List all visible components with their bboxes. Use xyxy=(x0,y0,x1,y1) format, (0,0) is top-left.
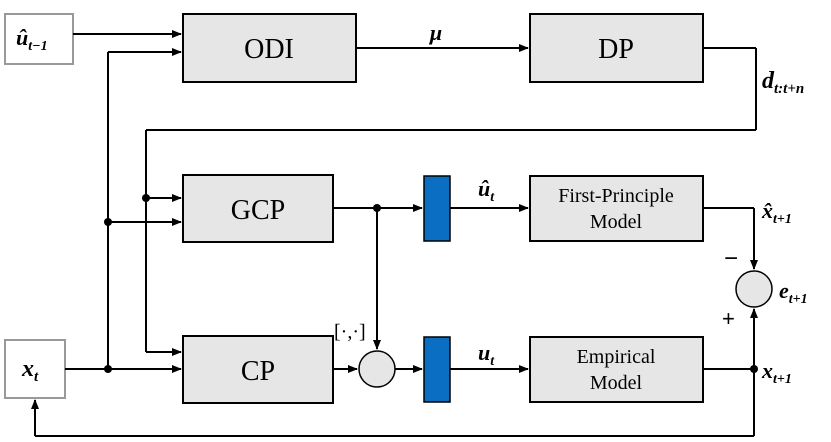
signal-wires xyxy=(31,30,758,437)
gcp-block xyxy=(182,174,334,243)
first-principle-model-label-line1: First-Principle xyxy=(558,185,674,207)
odi-label: ODI xyxy=(244,34,294,65)
x-hat-next-label: x̂t+1 xyxy=(761,198,792,227)
empirical-model-label-line1: Empirical xyxy=(577,346,656,368)
d-label: dt:t+n xyxy=(762,68,804,97)
empirical-model-label-line2: Model xyxy=(590,372,643,394)
empirical-model-block xyxy=(529,336,704,403)
u-label: ut xyxy=(478,340,495,369)
mu-label: μ xyxy=(429,20,442,45)
error-sum-node xyxy=(735,270,773,308)
plus-sign: + xyxy=(722,306,735,331)
minus-sign: − xyxy=(724,245,738,272)
gcp-label: GCP xyxy=(231,195,285,226)
u-hat-label: ût xyxy=(478,176,495,205)
first-principle-model-label-line2: Model xyxy=(590,211,643,233)
concat-node xyxy=(358,350,396,388)
input-u-prev-label: ût−1 xyxy=(16,25,48,54)
dp-label: DP xyxy=(598,34,634,65)
x-next-label: xt+1 xyxy=(761,358,792,387)
concat-label: [·,·] xyxy=(334,321,366,343)
cp-label: CP xyxy=(241,356,275,387)
junction-dots xyxy=(104,194,758,373)
e-label: et+1 xyxy=(779,278,808,307)
input-u-prev-box xyxy=(4,13,74,65)
input-x-t-label: xt xyxy=(21,356,39,385)
actuator-upper xyxy=(423,175,451,242)
actuator-lower xyxy=(423,336,451,403)
